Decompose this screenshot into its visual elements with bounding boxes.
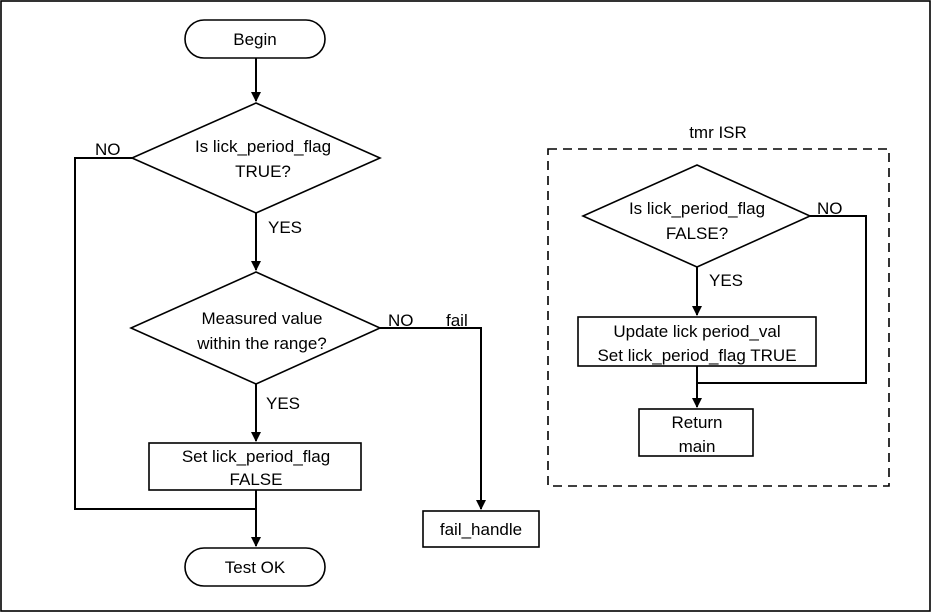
yes-label-2: YES bbox=[266, 394, 300, 413]
return-main-box bbox=[638, 408, 754, 457]
decision-flag-false-line1: Is lick_period_flag bbox=[629, 199, 765, 218]
fail-handle-label: fail_handle bbox=[440, 520, 522, 539]
update-period-line1: Update lick period_val bbox=[613, 322, 780, 341]
decision-flag-false-line2: FALSE? bbox=[666, 224, 728, 243]
decision-flag-true-line2: TRUE? bbox=[235, 162, 291, 181]
update-period-line2: Set lick_period_flag TRUE bbox=[597, 346, 796, 365]
isr-yes-label: YES bbox=[709, 271, 743, 290]
decision-range-line1: Measured value bbox=[202, 309, 323, 328]
return-main-line1: Return bbox=[671, 413, 722, 432]
edge-decision2-no bbox=[380, 327, 486, 510]
decision-flag-true-line1: Is lick_period_flag bbox=[195, 137, 331, 156]
edge-isr-decision-no bbox=[697, 215, 867, 384]
decision-flag-true bbox=[130, 102, 382, 214]
test-ok-label: Test OK bbox=[225, 558, 286, 577]
decision-range bbox=[129, 271, 382, 385]
decision-range-line2: within the range? bbox=[196, 334, 326, 353]
edge-decision1-no bbox=[74, 157, 256, 510]
tmr-isr-container bbox=[547, 148, 890, 487]
set-flag-false-line1: Set lick_period_flag bbox=[182, 447, 330, 466]
tmr-isr-title: tmr ISR bbox=[689, 123, 747, 142]
isr-no-label: NO bbox=[817, 199, 843, 218]
begin-label: Begin bbox=[233, 30, 276, 49]
set-flag-false-line2: FALSE bbox=[230, 470, 283, 489]
test-ok-terminator bbox=[184, 547, 326, 587]
fail-label: fail bbox=[446, 311, 468, 330]
return-main-line2: main bbox=[679, 437, 716, 456]
yes-label-1: YES bbox=[268, 218, 302, 237]
no-label-1: NO bbox=[95, 140, 121, 159]
fail-handle-box bbox=[422, 510, 540, 548]
no-label-2: NO bbox=[388, 311, 414, 330]
